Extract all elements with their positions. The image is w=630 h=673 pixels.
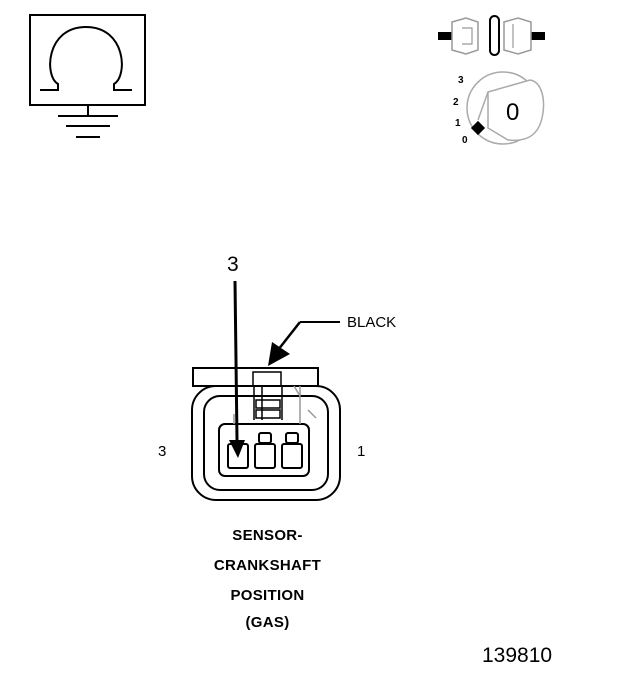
ignition-key-icon: [466, 71, 545, 145]
connector-housing: [191, 367, 341, 501]
pin-3-callout-arrow: [229, 280, 245, 458]
ground-symbol-icon: [58, 105, 118, 138]
unplugged-connector-icon: [438, 15, 545, 56]
black-label-leader: [268, 321, 340, 366]
ohmmeter-icon: [29, 14, 146, 106]
pin-left-number: 3: [158, 443, 167, 460]
component-caption-line-1: SENSOR-: [232, 527, 303, 544]
figure-number: 139810: [482, 644, 553, 667]
component-caption-line-4: (GAS): [245, 614, 290, 631]
pin-cavity-1: [281, 443, 303, 469]
connector-color-label: BLACK: [347, 314, 397, 331]
ignition-position-2: 2: [453, 97, 459, 108]
callout-pin-number: 3: [227, 253, 239, 276]
ignition-position-3: 3: [458, 75, 464, 86]
pin-right-number: 1: [357, 443, 366, 460]
ignition-position-1: 1: [455, 118, 461, 129]
component-caption-line-3: POSITION: [230, 587, 305, 604]
ignition-position-0: 0: [462, 135, 468, 146]
component-caption-line-2: CRANKSHAFT: [213, 557, 322, 574]
pin-cavity-2: [254, 443, 276, 469]
ignition-key-glyph: 0: [506, 99, 520, 126]
pin-cavities: [227, 432, 303, 469]
